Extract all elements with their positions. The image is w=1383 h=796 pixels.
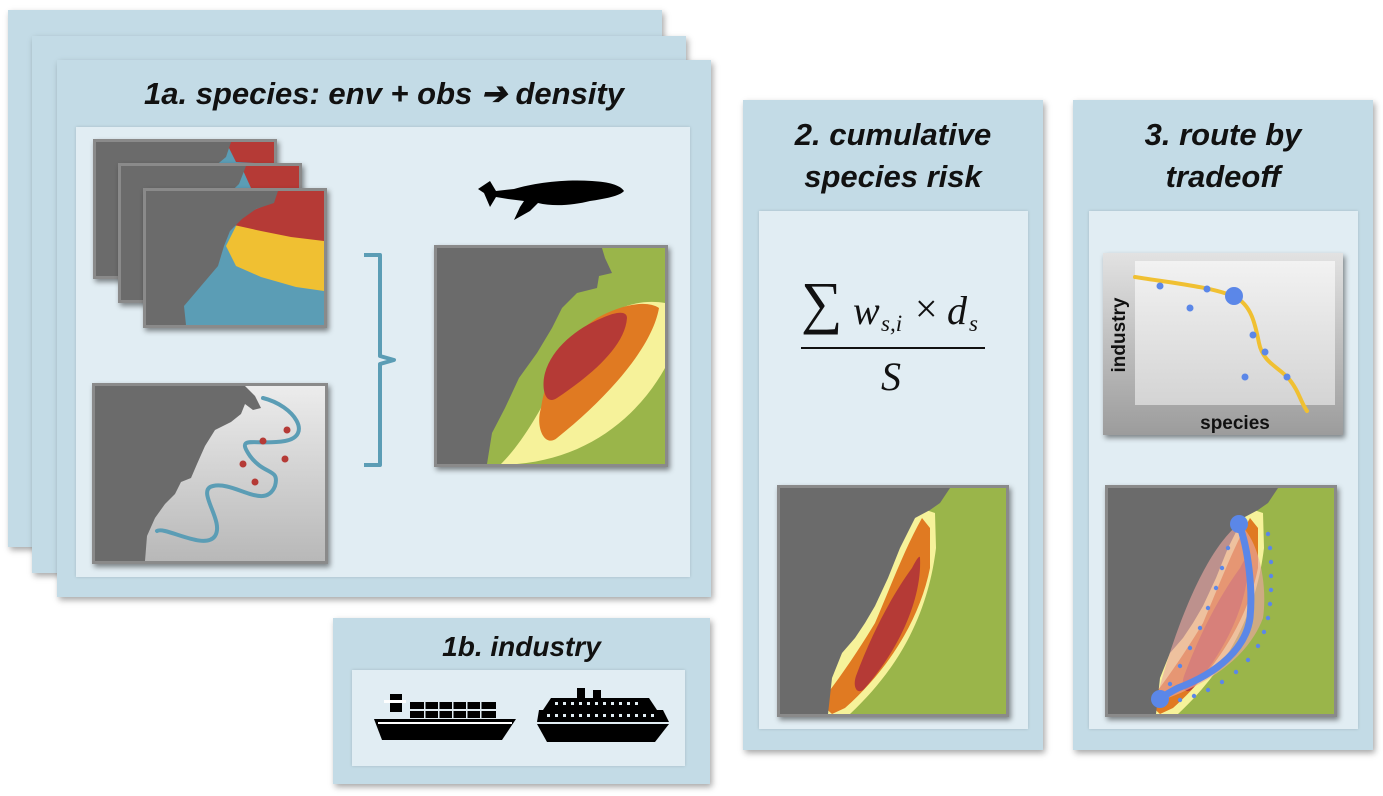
- panel-2: 2. cumulative species risk ∑ w s,i × d s…: [743, 100, 1043, 750]
- panel-1a: 1a. species: env + obs ➔ density: [57, 60, 711, 597]
- panel-3-title-line2: tradeoff: [1165, 159, 1281, 194]
- observations-map: [92, 383, 328, 564]
- risk-formula: ∑ w s,i × d s S: [801, 270, 991, 417]
- cruise-ship-icon: [537, 688, 669, 742]
- panel-3: 3. route by tradeoff industry species: [1073, 100, 1373, 750]
- plot-ylabel: industry: [1109, 297, 1130, 372]
- formula-w: w: [853, 288, 880, 333]
- panel-2-title-line1: 2. cumulative: [794, 117, 992, 152]
- panel-3-title-line1: 3. route by: [1144, 117, 1302, 152]
- panel-2-title-line2: species risk: [804, 159, 982, 194]
- combine-bracket: [364, 253, 396, 467]
- panel-1b-title: 1b. industry: [442, 631, 601, 662]
- route-map: [1105, 485, 1337, 717]
- env-layer-map-front: [143, 188, 327, 328]
- panel-1b: 1b. industry: [333, 618, 710, 784]
- panel-1a-content: [76, 127, 690, 577]
- formula-d: d: [947, 288, 967, 333]
- plot-xlabel: species: [1200, 413, 1270, 434]
- density-map: [434, 245, 668, 467]
- cargo-ship-icon: [374, 694, 516, 740]
- panel-1a-title: 1a. species: env + obs ➔ density: [144, 76, 624, 111]
- formula-w-sub: s,i: [881, 311, 903, 336]
- formula-denominator: S: [881, 354, 901, 399]
- formula-sum: ∑: [801, 270, 843, 335]
- formula-times: ×: [915, 286, 938, 331]
- panel-1b-content: [352, 670, 685, 766]
- whale-icon: [478, 180, 624, 220]
- panel-3-content: industry species: [1089, 211, 1358, 729]
- panel-2-content: ∑ w s,i × d s S: [759, 211, 1028, 729]
- cumulative-risk-map: [777, 485, 1009, 717]
- formula-d-sub: s: [969, 311, 978, 336]
- tradeoff-plot: industry species: [1103, 253, 1343, 435]
- formula-fraction-bar: [801, 347, 985, 349]
